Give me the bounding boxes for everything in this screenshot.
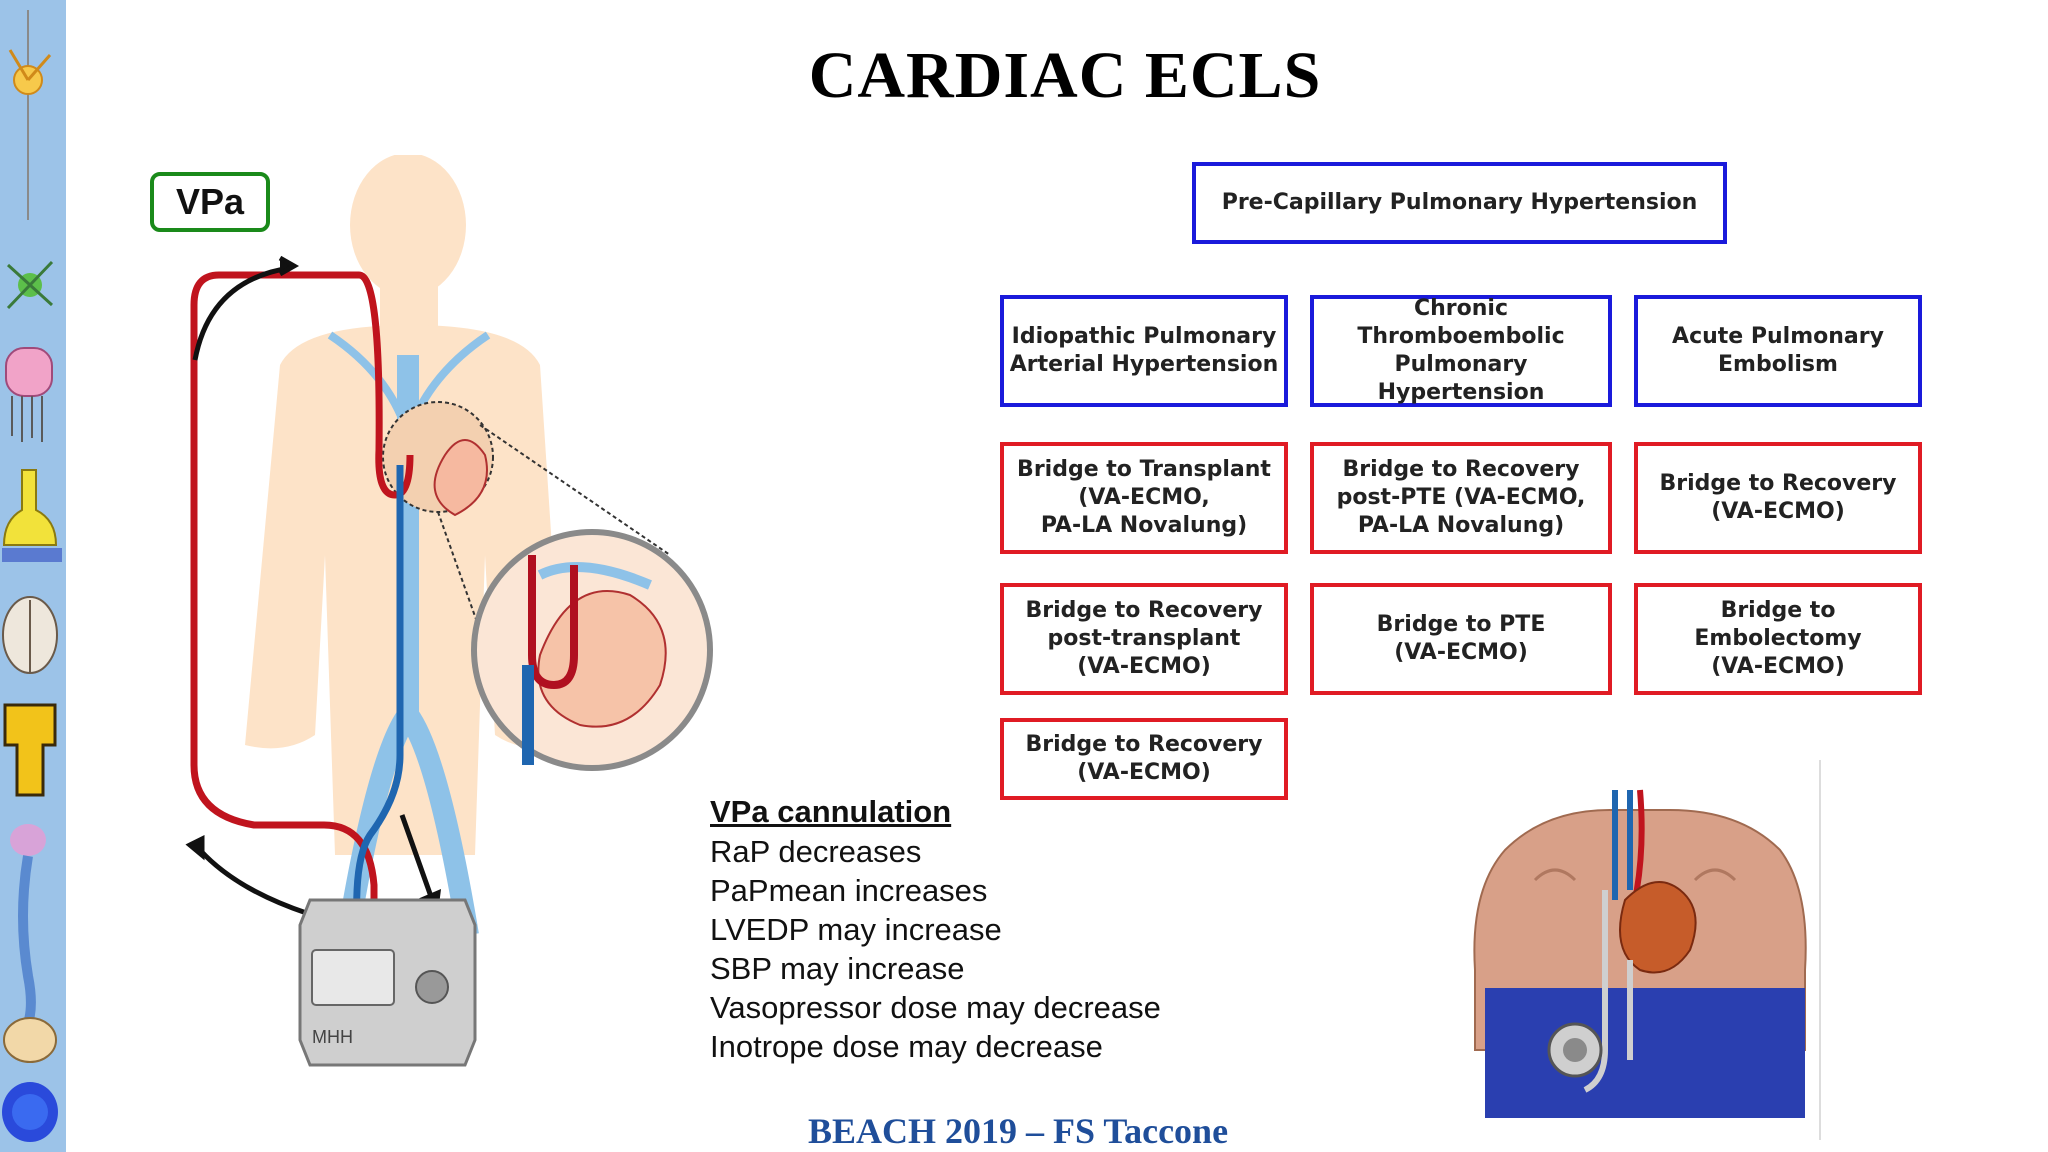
heart-zoom-circle xyxy=(471,529,713,771)
flow-row2-2: Bridge to PTE (VA-ECMO) xyxy=(1310,583,1612,695)
cerebellum-icon xyxy=(3,1017,57,1063)
ecmo-circuit-illustration: MHH xyxy=(185,155,713,1067)
vpa-tag: VPa xyxy=(150,172,270,232)
flow-row1-3: Bridge to Recovery (VA-ECMO) xyxy=(1634,442,1922,554)
notes-line: RaP decreases xyxy=(710,834,922,869)
jellyfish-icon xyxy=(5,347,53,442)
notes-line: Vasopressor dose may decrease xyxy=(710,990,1161,1025)
flow-row2-1: Bridge to Recovery post-transplant (VA-E… xyxy=(1000,583,1288,695)
cannulation-notes: VPa cannulation RaP decreases PaPmean in… xyxy=(710,792,1161,1066)
flow-top-box: Pre-Capillary Pulmonary Hypertension xyxy=(1192,162,1727,244)
astrocyte-icon xyxy=(6,260,54,310)
notes-line: PaPmean increases xyxy=(710,873,988,908)
notes-line: LVEDP may increase xyxy=(710,912,1002,947)
synapse-icon xyxy=(2,469,62,562)
brainstem-icon xyxy=(3,703,57,797)
neuron-icon xyxy=(8,10,52,220)
flow-category-2: Chronic Thromboembolic Pulmonary Hyperte… xyxy=(1310,295,1612,407)
ecmo-console: MHH xyxy=(298,898,477,1067)
notes-line: SBP may increase xyxy=(710,951,965,986)
flow-category-3: Acute Pulmonary Embolism xyxy=(1634,295,1922,407)
flow-category-1: Idiopathic Pulmonary Arterial Hypertensi… xyxy=(1000,295,1288,407)
flow-row2-3: Bridge to Embolectomy (VA-ECMO) xyxy=(1634,583,1922,695)
footer-credit: BEACH 2019 – FS Taccone xyxy=(808,1111,1229,1151)
sidebar-strip xyxy=(0,0,66,1152)
flow-row1-1: Bridge to Transplant (VA-ECMO, PA-LA Nov… xyxy=(1000,442,1288,554)
brain-blue-icon xyxy=(2,1082,58,1142)
sidebar-icons xyxy=(2,10,62,1142)
torso-device-illustration xyxy=(1473,760,1821,1140)
notes-heading: VPa cannulation xyxy=(710,794,952,829)
notes-line: Inotrope dose may decrease xyxy=(710,1029,1103,1064)
spine-icon xyxy=(10,824,46,1039)
flow-row3-1: Bridge to Recovery (VA-ECMO) xyxy=(1000,718,1288,800)
page-title: CARDIAC ECLS xyxy=(808,39,1322,112)
arterial-cannula xyxy=(190,271,414,905)
flow-row1-2: Bridge to Recovery post-PTE (VA-ECMO, PA… xyxy=(1310,442,1612,554)
device-brand-label: MHH xyxy=(312,1027,353,1047)
brain-top-icon xyxy=(2,596,58,674)
